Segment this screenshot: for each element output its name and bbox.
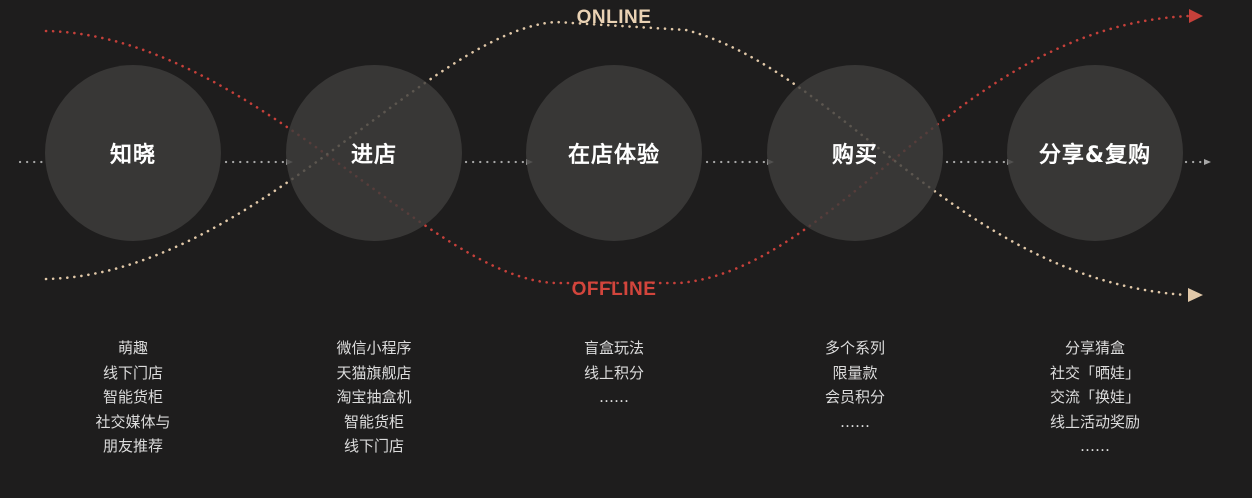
touchpoints-share-repurchase: 分享猜盒 社交「晒娃」 交流「换娃」 线上活动奖励 …… <box>1010 336 1180 459</box>
stage-label-purchase: 购买 <box>831 143 878 168</box>
touchpoints-purchase: 多个系列 限量款 会员积分 …… <box>770 336 940 434</box>
touchpoint-item: …… <box>1080 437 1110 456</box>
touchpoint-item: 线下门店 <box>102 363 163 382</box>
touchpoint-item: 多个系列 <box>824 339 885 357</box>
touchpoint-item: 交流「换娃」 <box>1049 388 1140 407</box>
touchpoint-item: 限量款 <box>832 363 878 382</box>
online-wave-line <box>44 20 1188 297</box>
touchpoint-item: 微信小程序 <box>336 339 412 357</box>
stage-label-entry: 进店 <box>350 143 397 168</box>
touchpoint-item: 线上积分 <box>583 363 644 382</box>
touchpoint-item: 社交媒体与 <box>95 412 171 431</box>
stage-circle-entry: 进店 <box>286 65 462 241</box>
offline-channel-label: OFFLINE <box>571 279 657 300</box>
touchpoint-item: 智能货柜 <box>102 388 163 407</box>
touchpoints-awareness: 萌趣 线下门店 智能货柜 社交媒体与 朋友推荐 <box>48 336 218 459</box>
offline-arrowhead-icon <box>1189 9 1203 23</box>
stage-circle-awareness: 知晓 <box>45 65 221 241</box>
stage-label-awareness: 知晓 <box>109 143 156 168</box>
touchpoint-item: 朋友推荐 <box>102 437 163 456</box>
touchpoint-item: 盲盒玩法 <box>583 339 644 357</box>
stage-label-share-repurchase: 分享&复购 <box>1038 143 1152 168</box>
touchpoint-item: …… <box>599 388 629 407</box>
touchpoint-item: 萌趣 <box>117 339 148 357</box>
touchpoint-item: 淘宝抽盒机 <box>336 388 412 407</box>
touchpoint-item: 分享猜盒 <box>1064 339 1125 357</box>
touchpoint-item: 天猫旗舰店 <box>336 363 412 382</box>
touchpoint-item: 线上活动奖励 <box>1049 412 1140 431</box>
touchpoints-in-store-experience: 盲盒玩法 线上积分 …… <box>529 336 699 410</box>
online-channel-label: ONLINE <box>576 7 652 28</box>
stage-circle-purchase: 购买 <box>767 65 943 241</box>
touchpoints-entry: 微信小程序 天猫旗舰店 淘宝抽盒机 智能货柜 线下门店 <box>289 336 459 459</box>
touchpoint-item: 线下门店 <box>343 437 404 456</box>
touchpoint-item: 社交「晒娃」 <box>1049 363 1140 382</box>
touchpoint-item: …… <box>840 412 870 431</box>
touchpoint-item: 智能货柜 <box>343 412 404 431</box>
stage-circle-in-store-experience: 在店体验 <box>526 65 702 241</box>
touchpoint-item: 会员积分 <box>824 388 885 407</box>
online-arrowhead-icon <box>1188 288 1203 302</box>
offline-wave-line <box>44 14 1192 285</box>
stage-label-in-store-experience: 在店体验 <box>567 143 660 168</box>
stage-circle-share-repurchase: 分享&复购 <box>1007 65 1183 241</box>
